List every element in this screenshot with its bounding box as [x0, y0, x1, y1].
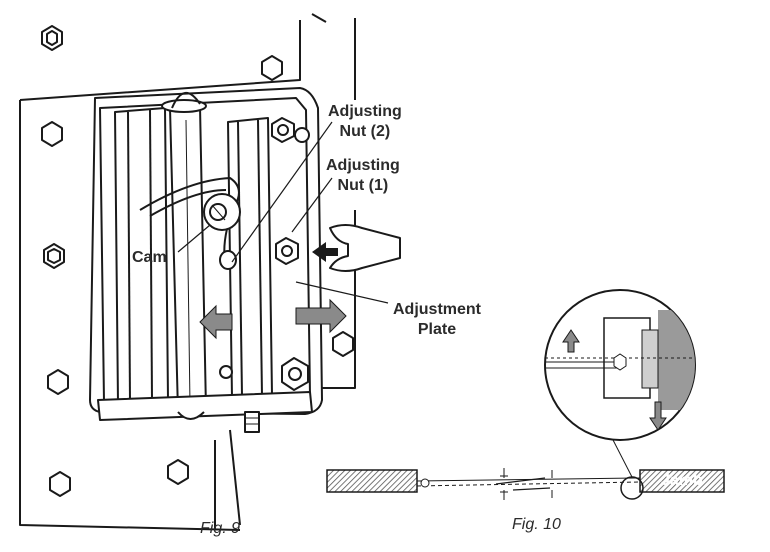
label-cam: Cam [132, 249, 167, 266]
adjusting-nut-1 [275, 237, 299, 265]
fig9-drawing [19, 13, 401, 531]
arrow-up [562, 329, 580, 353]
label-line: Plate [417, 321, 457, 338]
adjusting-nut-2 [271, 117, 295, 143]
bracket-nut [281, 357, 309, 391]
label-adjustment-plate: Adjustment Plate [393, 300, 481, 340]
label-line: Adjusting [326, 157, 400, 174]
arrow-black [312, 242, 338, 262]
wall-bolt [261, 55, 283, 81]
wall-bolt [41, 121, 63, 147]
label-line: Nut (2) [339, 123, 391, 140]
label-line: Nut (1) [337, 177, 389, 194]
label-adjusting-nut-1: Adjusting Nut (1) [326, 156, 400, 196]
arrow-left [199, 304, 233, 340]
caption-fig9: Fig. 9 [200, 520, 241, 537]
fig10-drawing [326, 289, 725, 500]
wall-bolt [167, 459, 189, 485]
arrow-down [649, 401, 667, 431]
label-line: Adjustment [393, 301, 481, 318]
wall-bolt [41, 25, 63, 51]
caption-fig10: Fig. 10 [512, 516, 561, 533]
wall-panel [19, 20, 301, 101]
label-jamb: Jamb [661, 472, 703, 489]
label-adjusting-nut-2: Adjusting Nut (2) [328, 102, 402, 142]
wrench [329, 224, 401, 272]
door-slab [326, 469, 418, 493]
label-line: Adjusting [328, 103, 402, 120]
wall-bolt [43, 243, 65, 269]
wall-bolt [332, 331, 354, 357]
cable [139, 177, 240, 269]
wall-bolt [47, 369, 69, 395]
wall-bolt [49, 471, 71, 497]
arrow-right [295, 298, 347, 334]
